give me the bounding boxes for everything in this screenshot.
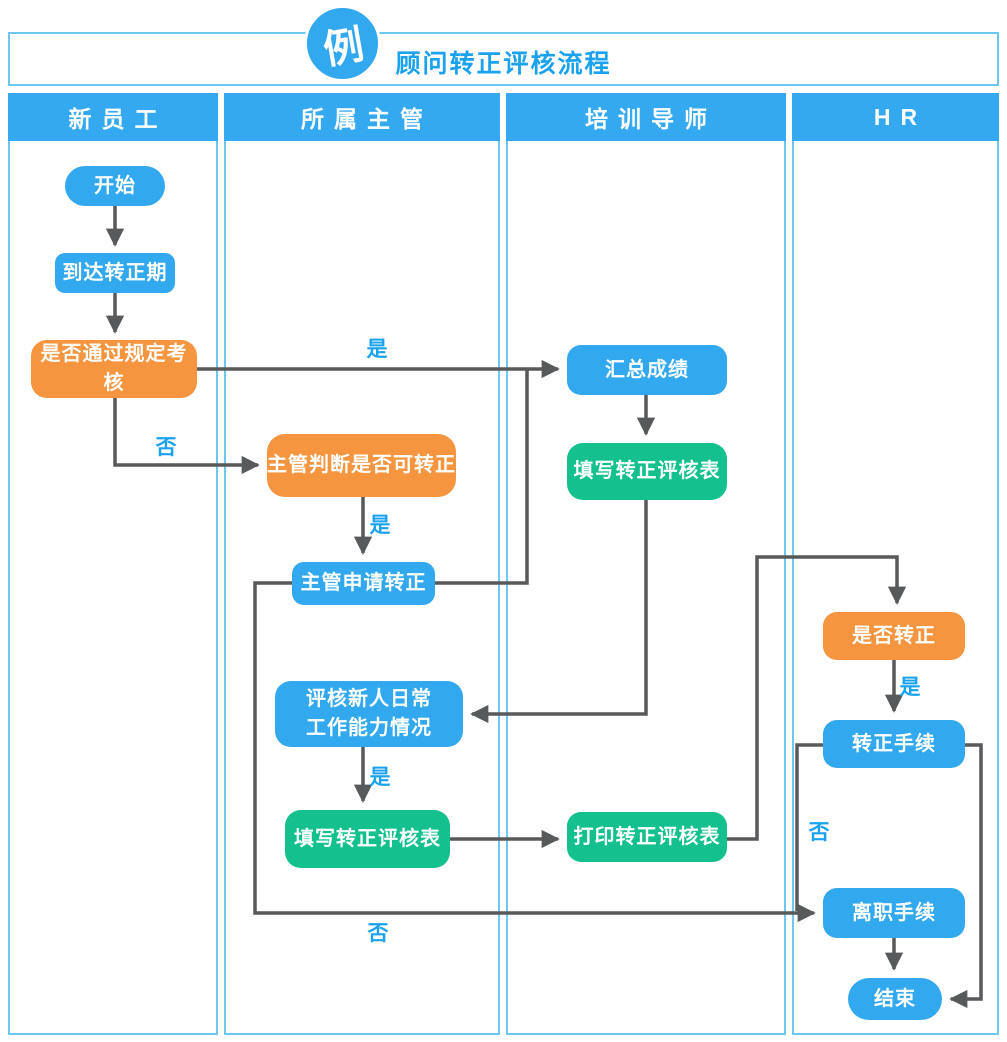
- node-label: 汇总成绩: [605, 358, 689, 381]
- node-print-assessment: 打印转正评核表: [567, 812, 727, 862]
- node-reach-probation-end: 到达转正期: [55, 253, 175, 293]
- node-fill-assessment-supervisor: 填写转正评核表: [285, 810, 450, 868]
- edge-label-supervisor-apply-to-resignation-procedure: 否: [367, 922, 389, 945]
- node-regularization-procedure: 转正手续: [823, 720, 965, 768]
- node-confirm-regularization: 是否转正: [823, 612, 965, 660]
- node-label: 转正手续: [852, 732, 936, 755]
- node-label: 是否通过规定考核: [40, 343, 188, 394]
- example-badge-text: 例: [319, 22, 367, 73]
- node-label: 离职手续: [852, 901, 936, 924]
- node-label: 到达转正期: [62, 261, 168, 284]
- edge-label-assess-daily-ability-to-fill-assessment-supervisor: 是: [369, 766, 391, 789]
- edge-label-pass-required-exam-to-supervisor-judge: 否: [155, 436, 177, 459]
- node-label: 填写转正评核表: [573, 460, 721, 482]
- edge-label-supervisor-judge-to-supervisor-apply: 是: [369, 514, 391, 537]
- node-label: 打印转正评核表: [573, 825, 721, 848]
- edge-regularization-procedure-to-resignation-procedure: [795, 743, 823, 911]
- node-label: 评核新人日常: [306, 688, 432, 710]
- edge-print-assessment-to-confirm-regularization: [727, 555, 907, 841]
- edge-label-confirm-regularization-to-regularization-procedure: 是: [899, 676, 921, 699]
- diagram-title: 顾问转正评核流程: [395, 50, 612, 78]
- node-label: 开始: [94, 174, 136, 197]
- lane-header-hr: HR: [792, 93, 999, 141]
- node-fill-assessment-mentor: 填写转正评核表: [567, 443, 727, 500]
- node-start: 开始: [65, 166, 165, 206]
- node-label: 工作能力情况: [306, 717, 432, 739]
- node-supervisor-apply: 主管申请转正: [292, 562, 435, 605]
- node-pass-required-exam: 是否通过规定考核: [31, 340, 197, 398]
- lane-header-supervisor: 所属主管: [224, 93, 500, 141]
- lane-header-training-mentor: 培训导师: [506, 93, 786, 141]
- node-label: 主管申请转正: [300, 572, 427, 594]
- node-summarize-scores: 汇总成绩: [567, 345, 727, 395]
- node-label: 是否转正: [852, 624, 936, 647]
- node-assess-daily-ability: 评核新人日常工作能力情况: [275, 681, 463, 747]
- edge-supervisor-apply-to-resignation-procedure: [253, 581, 816, 923]
- edge-label-pass-required-exam-to-summarize-scores: 是: [366, 338, 388, 361]
- node-label: 填写转正评核表: [294, 827, 441, 850]
- edge-regularization-procedure-to-end: [949, 743, 983, 1009]
- node-label: 主管判断是否可转正: [267, 454, 456, 476]
- edge-label-regularization-procedure-to-resignation-procedure: 否: [808, 821, 830, 844]
- node-resignation-procedure: 离职手续: [823, 888, 965, 938]
- node-label: 结束: [874, 987, 916, 1010]
- lane-header-new-employee: 新员工: [8, 93, 218, 141]
- lane-new-employee: 新员工: [8, 93, 218, 1035]
- node-end: 结束: [848, 978, 942, 1020]
- edge-supervisor-apply-to-summarize-scores: [435, 370, 529, 585]
- edge-pass-required-exam-to-supervisor-judge: [113, 398, 260, 475]
- edge-fill-assessment-mentor-to-assess-daily-ability: [470, 500, 648, 724]
- node-supervisor-judge: 主管判断是否可转正: [267, 434, 456, 497]
- title-box: [8, 32, 999, 86]
- lane-supervisor: 所属主管: [224, 93, 500, 1035]
- example-badge: 例: [304, 5, 381, 82]
